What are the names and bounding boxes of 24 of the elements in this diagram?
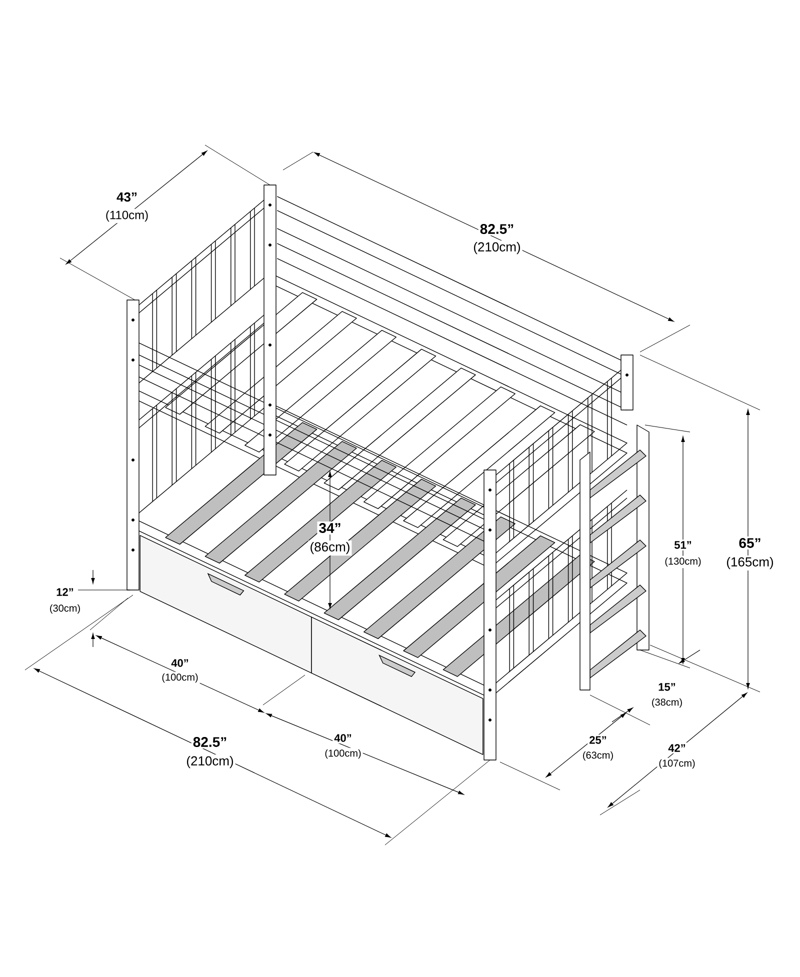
dimension-label: 40” — [332, 732, 354, 744]
dimension-label: 82.5” — [191, 736, 229, 748]
dimension-label: 12” — [54, 586, 76, 598]
dimension-label: (86cm) — [308, 540, 352, 556]
dimension-label: 42” — [666, 742, 688, 754]
dimension-label: 51” — [672, 540, 694, 550]
dimension-label: (210cm) — [184, 754, 236, 770]
dimension-label: (100cm) — [323, 748, 363, 760]
dimension-label: (100cm) — [160, 672, 200, 684]
dimension-label: 65” — [737, 536, 763, 550]
dimension-label: (110cm) — [104, 208, 150, 224]
dimension-label: (210cm) — [472, 240, 522, 256]
dimension-label: (130cm) — [663, 556, 703, 568]
dimension-label: 25” — [588, 734, 608, 746]
dimension-label: (107cm) — [657, 758, 697, 770]
dimension-label: 40” — [170, 658, 190, 668]
dimension-label: 34” — [317, 522, 343, 534]
dimension-label: 82.5” — [478, 222, 516, 236]
dimension-label: (38cm) — [650, 696, 684, 710]
dimension-label: 15” — [656, 682, 678, 692]
dimension-label: (165cm) — [724, 555, 776, 571]
dimension-label: (63cm) — [580, 750, 616, 762]
dimension-label: 43” — [115, 190, 139, 204]
dimension-label: (30cm) — [48, 602, 82, 616]
